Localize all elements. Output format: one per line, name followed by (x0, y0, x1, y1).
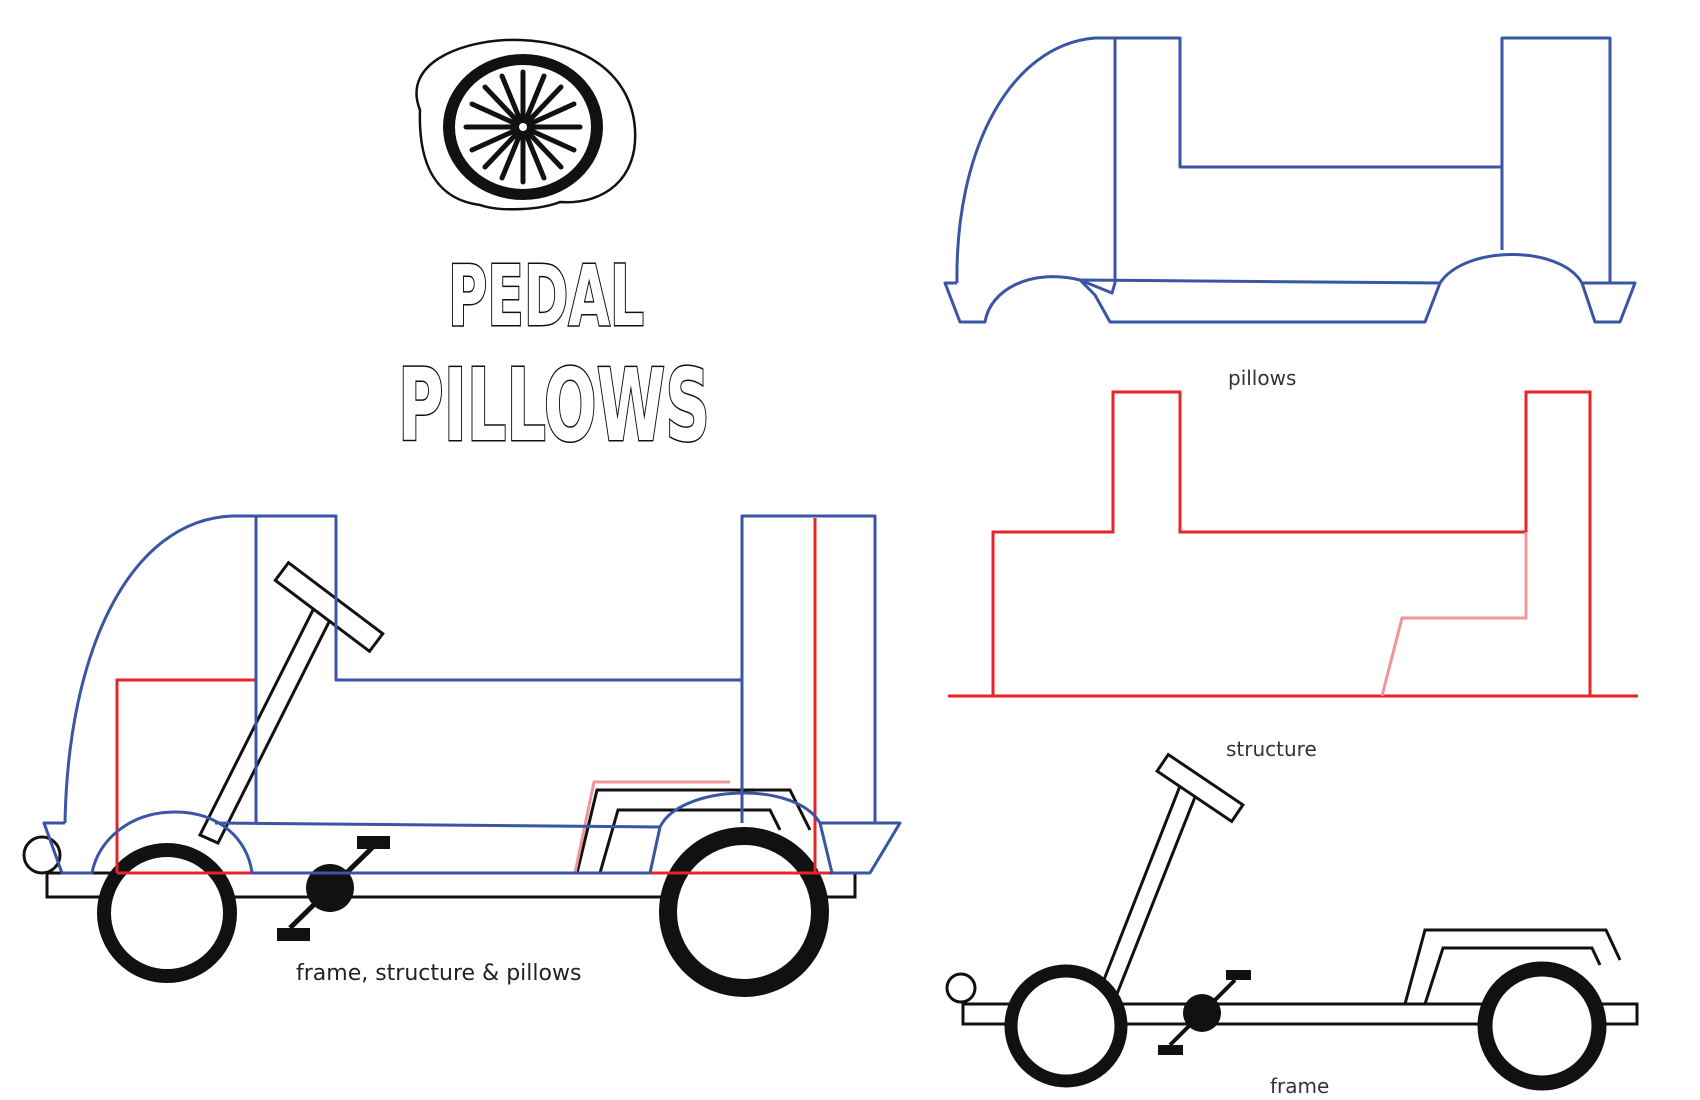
logo-line-1: PEDAL (448, 247, 644, 345)
pillows-rear-fender (1438, 253, 1637, 324)
frame-handlebar (1155, 752, 1245, 824)
combined-steering-column (197, 598, 339, 845)
structure-seat-back-lighter (1380, 532, 1528, 697)
combined-front-wheel (97, 843, 237, 983)
frame-front-wheel (1004, 964, 1128, 1088)
combined-frame (22, 560, 857, 997)
frame-chassis-bar (961, 1002, 1639, 1026)
frame-rear-wheel (1477, 961, 1607, 1091)
pillows-front-fender (943, 275, 1117, 324)
logo: PEDAL PILLOWS (397, 38, 712, 466)
pillows-diagram (943, 36, 1637, 324)
combined-diagram (22, 514, 902, 997)
combined-rear-wheel (659, 827, 829, 997)
combined-rear-rack (575, 788, 812, 874)
combined-pedal-crank (277, 836, 390, 941)
combined-pillows (42, 514, 902, 875)
structure-label: structure (1226, 737, 1317, 761)
combined-rear-fender (658, 791, 902, 875)
pillows-front-cushion (955, 36, 1117, 284)
combined-front-cushion (63, 514, 258, 824)
logo-wheel-outline (415, 38, 637, 211)
frame-label: frame (1270, 1074, 1329, 1098)
pillows-base (1078, 278, 1442, 324)
frame-pedal-crank (1158, 970, 1251, 1055)
frame-diagram (945, 752, 1639, 1091)
structure-diagram (948, 390, 1638, 698)
pillows-label: pillows (1228, 366, 1296, 390)
combined-structure-light (573, 780, 730, 874)
frame-steering-column (1093, 784, 1199, 1006)
combined-seat (256, 514, 877, 823)
frame-rear-rack (1403, 928, 1622, 1005)
frame-front-bumper (945, 972, 977, 1004)
structure-outline (991, 390, 1592, 696)
combined-handlebar (273, 560, 385, 654)
logo-line-2: PILLOWS (398, 347, 710, 464)
pillows-seat (1115, 36, 1612, 283)
combined-base (214, 821, 662, 875)
combined-label: frame, structure & pillows (296, 961, 581, 986)
combined-front-fender (42, 810, 254, 875)
